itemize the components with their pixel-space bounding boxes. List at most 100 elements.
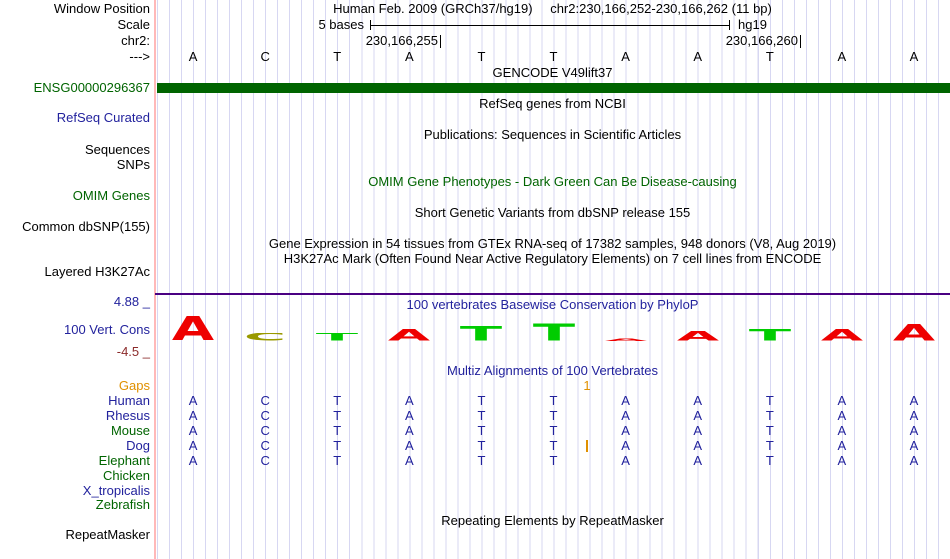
species-label-zebrafish[interactable]: Zebrafish [95, 497, 150, 512]
alignment-base: A [909, 453, 919, 468]
alignment-base: T [333, 453, 342, 468]
base-letter: A [693, 49, 703, 64]
species-label-elephant[interactable]: Elephant [98, 453, 150, 468]
species-label-xtropicalis[interactable]: X_tropicalis [82, 483, 150, 498]
position-range: chr2:230,166,252-230,166,262 (11 bp) [550, 1, 772, 16]
base-gridlines [157, 0, 950, 559]
alignment-base: T [765, 408, 774, 423]
omim-track-label[interactable]: OMIM Genes [72, 188, 150, 203]
svg-text:T: T [460, 326, 502, 341]
alignment-base: T [765, 438, 774, 453]
phylop-letter-glyph: C [244, 333, 286, 341]
alignment-base: T [549, 408, 558, 423]
base-letter: A [909, 49, 919, 64]
alignment-base: A [188, 408, 198, 423]
alignment-base: T [477, 393, 486, 408]
species-label-mouse[interactable]: Mouse [110, 423, 150, 438]
ruler-coordinate-left: 230,166,255 [365, 33, 438, 48]
phylop-letter-glyph: A [893, 324, 936, 341]
alignment-base: T [549, 453, 558, 468]
alignment-base: T [477, 423, 486, 438]
base-letter: T [333, 49, 342, 64]
scale-bar [370, 25, 730, 26]
multiz-gaps-label[interactable]: Gaps [118, 378, 150, 393]
phylop-letter-glyph: T [460, 326, 502, 341]
base-letter: T [549, 49, 558, 64]
multiz-gap-count: 1 [583, 378, 591, 393]
multiz-track-title: Multiz Alignments of 100 Vertebrates [446, 363, 658, 378]
phylop-axis-max: 4.88 _ [113, 294, 150, 309]
alignment-base: A [404, 453, 414, 468]
sequences-track-label[interactable]: Sequences [84, 142, 150, 157]
alignment-base: A [621, 438, 630, 453]
base-letter: T [477, 49, 486, 64]
species-label-chicken[interactable]: Chicken [103, 468, 150, 483]
species-label-rhesus[interactable]: Rhesus [105, 408, 150, 423]
base-letter: A [621, 49, 630, 64]
dog-insertion-tick [586, 440, 588, 452]
alignment-base: T [333, 408, 342, 423]
svg-text:T: T [532, 323, 575, 341]
phylop-track-border [155, 293, 950, 295]
dbsnp-track-title: Short Genetic Variants from dbSNP releas… [414, 205, 691, 220]
alignment-base: A [693, 393, 703, 408]
repeatmasker-track-title: Repeating Elements by RepeatMasker [441, 513, 664, 528]
refseq-track-title: RefSeq genes from NCBI [479, 96, 626, 111]
alignment-base: T [477, 408, 486, 423]
dbsnp-track-label[interactable]: Common dbSNP(155) [22, 219, 150, 234]
alignment-base: A [404, 438, 414, 453]
alignment-base: A [621, 393, 630, 408]
phylop-letter-glyph: A [821, 329, 864, 341]
alignment-base: T [765, 423, 774, 438]
omim-track-title: OMIM Gene Phenotypes - Dark Green Can Be… [368, 174, 737, 189]
refseq-track-label[interactable]: RefSeq Curated [56, 110, 150, 125]
chrom-label: chr2: [121, 33, 150, 48]
alignment-base: A [621, 453, 630, 468]
alignment-base: A [693, 453, 703, 468]
gencode-gene-bar[interactable] [157, 83, 950, 93]
alignment-base: T [333, 423, 342, 438]
base-letter: A [837, 49, 847, 64]
gencode-track-title: GENCODE V49lift37 [492, 65, 613, 80]
species-label-dog[interactable]: Dog [126, 438, 150, 453]
base-letter: A [188, 49, 198, 64]
window-position-title: Human Feb. 2009 (GRCh37/hg19) chr2:230,1… [155, 2, 950, 16]
repeatmasker-track-label[interactable]: RepeatMasker [65, 527, 150, 542]
gencode-gene-label[interactable]: ENSG00000296367 [33, 80, 150, 95]
alignment-base: T [765, 393, 774, 408]
alignment-base: A [837, 393, 847, 408]
snps-track-label[interactable]: SNPs [116, 157, 150, 172]
ruler-tick-right [800, 35, 801, 48]
alignment-base: A [837, 408, 847, 423]
species-label-human[interactable]: Human [108, 393, 150, 408]
phylop-letter-glyph: T [316, 333, 358, 341]
h3k27ac-track-label[interactable]: Layered H3K27Ac [44, 264, 150, 279]
alignment-base: A [909, 408, 919, 423]
alignment-base: T [333, 393, 342, 408]
alignment-base: T [549, 393, 558, 408]
base-letter: A [404, 49, 414, 64]
ruler-tick-left [440, 35, 441, 48]
assembly-title: Human Feb. 2009 (GRCh37/hg19) [333, 1, 533, 16]
gtex-track-title: Gene Expression in 54 tissues from GTEx … [268, 236, 837, 251]
window-position-label: Window Position [53, 1, 150, 16]
phylop-letter-glyph: A [677, 331, 719, 341]
alignment-base: A [837, 453, 847, 468]
alignment-base: A [188, 438, 198, 453]
phylop-axis-min: -4.5 _ [116, 344, 150, 359]
alignment-base: T [333, 438, 342, 453]
alignment-base: T [549, 438, 558, 453]
publications-track-title: Publications: Sequences in Scientific Ar… [423, 127, 682, 142]
base-letter: C [260, 49, 270, 64]
alignment-base: A [404, 393, 414, 408]
alignment-base: A [693, 408, 703, 423]
phylop-track-label[interactable]: 100 Vert. Cons [64, 322, 150, 337]
alignment-base: C [260, 453, 270, 468]
phylop-letter-glyph: A [172, 316, 214, 341]
assembly-tag: hg19 [738, 17, 767, 32]
alignment-base: A [188, 393, 198, 408]
